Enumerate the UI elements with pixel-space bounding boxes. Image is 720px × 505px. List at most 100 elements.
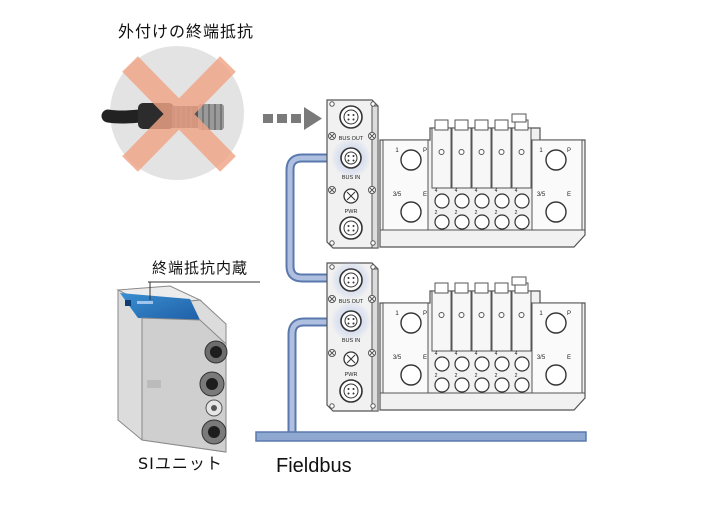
valve-coil <box>494 282 509 294</box>
si-unit-connector <box>201 419 227 445</box>
screw-icon <box>370 403 376 409</box>
fieldbus-label: Fieldbus <box>276 455 352 477</box>
port-icon <box>545 312 567 334</box>
bus-connector-icon <box>340 310 362 332</box>
valve-body <box>511 290 532 352</box>
solenoid-valve: 42 <box>471 282 492 393</box>
bus-in-label: BUS IN <box>342 175 360 181</box>
solenoid-valve: 42 <box>511 119 532 230</box>
valve-port-icon <box>474 377 490 393</box>
si-unit-connector <box>204 340 228 364</box>
valve-port-number: 4 <box>475 188 478 194</box>
valve-port-icon <box>474 356 490 372</box>
valve-port-number: 4 <box>515 188 518 194</box>
valve-top-cap <box>511 113 527 123</box>
si-module-side <box>371 105 379 249</box>
valve-body <box>451 127 472 189</box>
bus-out-label: BUS OUT <box>339 299 364 305</box>
port-label-e-right: E <box>567 355 571 361</box>
valve-port-number: 4 <box>495 188 498 194</box>
valve-coil <box>474 119 489 131</box>
port-label-3-5-right: 3/5 <box>537 192 546 198</box>
valve-port-icon <box>454 377 470 393</box>
valve-port-number: 4 <box>475 351 478 357</box>
solenoid-valve: 42 <box>491 119 512 230</box>
bus-drop-cable <box>289 319 336 436</box>
port-label-e: E <box>423 192 427 198</box>
bus-connector-icon <box>339 268 363 292</box>
valve-port-icon <box>434 356 450 372</box>
external-terminator-illustration <box>101 46 244 180</box>
solenoid-valve: 42 <box>511 282 532 393</box>
valve-body <box>471 290 492 352</box>
si-unit-label: SIユニット <box>138 454 223 473</box>
port-label-3-5-right: 3/5 <box>537 355 546 361</box>
bus-connector-icon <box>339 216 363 240</box>
solenoid-valve: 42 <box>431 282 452 393</box>
screw-icon <box>370 240 376 246</box>
bus-connector-icon <box>340 147 362 169</box>
port-label-3-5: 3/5 <box>393 355 402 361</box>
valve-body <box>431 290 452 352</box>
screw-icon <box>370 264 376 270</box>
port-label-1-right: 1 <box>539 311 543 317</box>
si-module-side <box>371 268 379 412</box>
valve-indicator-icon <box>438 312 445 318</box>
valve-port-icon <box>514 377 530 393</box>
si-unit-blue-panel <box>120 293 200 320</box>
valve-coil <box>474 282 489 294</box>
built-in-terminator-label: 終端抵抗内蔵 <box>152 259 249 277</box>
pwr-label: PWR <box>345 372 358 378</box>
port-icon <box>545 364 567 386</box>
valve-coil <box>434 119 449 131</box>
valve-port-icon <box>434 377 450 393</box>
bus-in-label: BUS IN <box>342 338 360 344</box>
valve-port-icon <box>494 377 510 393</box>
valve-port-icon <box>514 193 530 209</box>
x-screw-icon <box>368 186 376 194</box>
valve-port-icon <box>494 193 510 209</box>
valve-indicator-icon <box>458 149 465 155</box>
valve-port-number: 4 <box>455 351 458 357</box>
port-icon <box>545 149 567 171</box>
valve-port-icon <box>474 214 490 230</box>
valve-port-number: 2 <box>495 373 498 379</box>
valve-port-number: 2 <box>435 210 438 216</box>
solenoid-valve: 42 <box>451 119 472 230</box>
port-icon <box>400 201 422 223</box>
si-unit-connector <box>199 371 225 397</box>
x-screw-icon <box>328 132 336 140</box>
valve-body <box>471 127 492 189</box>
valve-body <box>491 290 512 352</box>
valve-body <box>431 127 452 189</box>
valve-coil <box>434 282 449 294</box>
valve-port-icon <box>434 193 450 209</box>
valve-port-number: 2 <box>435 373 438 379</box>
valve-body <box>511 127 532 189</box>
port-icon <box>545 201 567 223</box>
bus-connector-icon <box>339 105 363 129</box>
port-label-e-right: E <box>567 192 571 198</box>
port-label-3-5: 3/5 <box>393 192 402 198</box>
valve-indicator-icon <box>498 312 505 318</box>
valve-port-number: 4 <box>435 351 438 357</box>
valve-coil <box>494 119 509 131</box>
valve-top-cap <box>511 276 527 286</box>
port-label-1: 1 <box>395 311 399 317</box>
valve-port-number: 4 <box>435 188 438 194</box>
port-label-p: P <box>423 311 427 317</box>
valve-port-number: 2 <box>455 210 458 216</box>
solenoid-valve: 42 <box>451 282 472 393</box>
fieldbus-cables <box>255 153 587 442</box>
valve-port-icon <box>514 214 530 230</box>
port-label-1: 1 <box>395 148 399 154</box>
valve-coil <box>454 282 469 294</box>
valve-port-icon <box>514 356 530 372</box>
valve-port-number: 2 <box>475 210 478 216</box>
si-unit-connector <box>205 399 223 417</box>
valve-indicator-icon <box>498 149 505 155</box>
valve-port-icon <box>494 214 510 230</box>
